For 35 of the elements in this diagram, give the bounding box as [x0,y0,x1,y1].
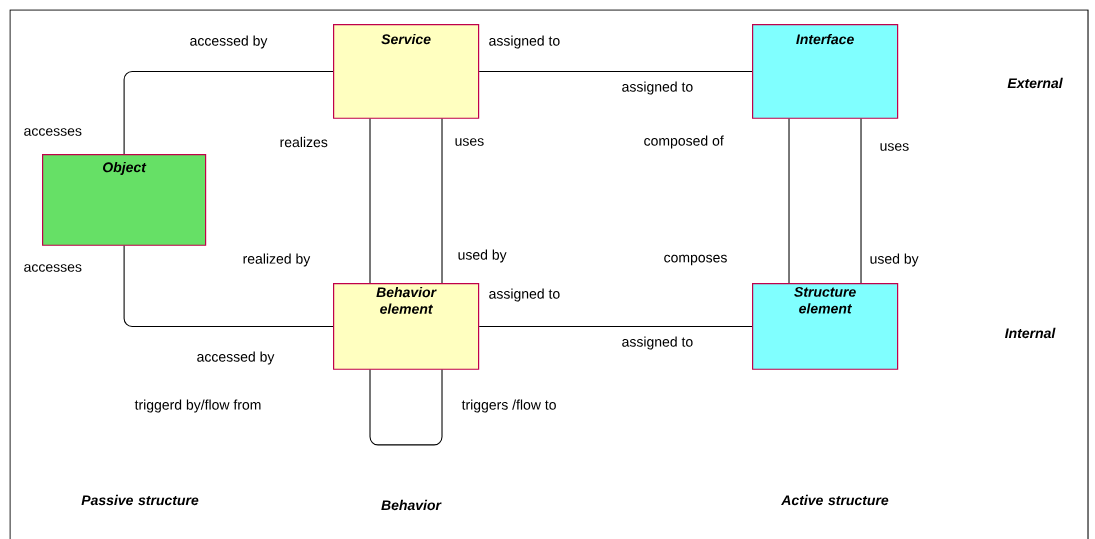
role-label: uses [880,143,909,151]
row-heading: Behavior [381,499,442,511]
role-label: accesses [24,264,82,272]
concept-box: Interface [752,24,899,119]
role-label: realizes [280,136,328,148]
row-heading: Internal [1005,327,1056,339]
connector-line [478,325,753,327]
role-label: uses [455,138,484,146]
row-heading: Active structure [781,494,889,506]
role-label: composed of [644,135,724,149]
role-label: triggerd by/flow from [134,399,261,413]
role-label: accessed by [190,35,268,49]
connector-line [123,245,334,327]
concept-box: Object [42,154,207,246]
role-label: realized by [243,253,311,267]
connector-line [369,369,443,446]
concept-box: Behavior element [333,283,480,370]
role-label: assigned to [622,81,693,95]
role-label: composes [664,254,727,266]
row-heading: Passive structure [81,494,199,506]
role-label: accessed by [197,351,275,365]
role-label: assigned to [622,336,693,350]
connector-line [478,70,753,72]
row-heading: External [1007,77,1063,89]
connector-line [441,118,443,284]
connector-line [860,118,862,284]
role-label: used by [458,249,507,263]
connector-line [123,70,334,155]
connector-line [369,118,371,284]
concept-box: Structure element [752,283,899,370]
role-label: triggers /flow to [461,399,556,413]
concept-box: Service [333,24,480,119]
connector-line [788,118,790,284]
role-label: accesses [24,128,82,136]
role-label: used by [870,253,919,267]
